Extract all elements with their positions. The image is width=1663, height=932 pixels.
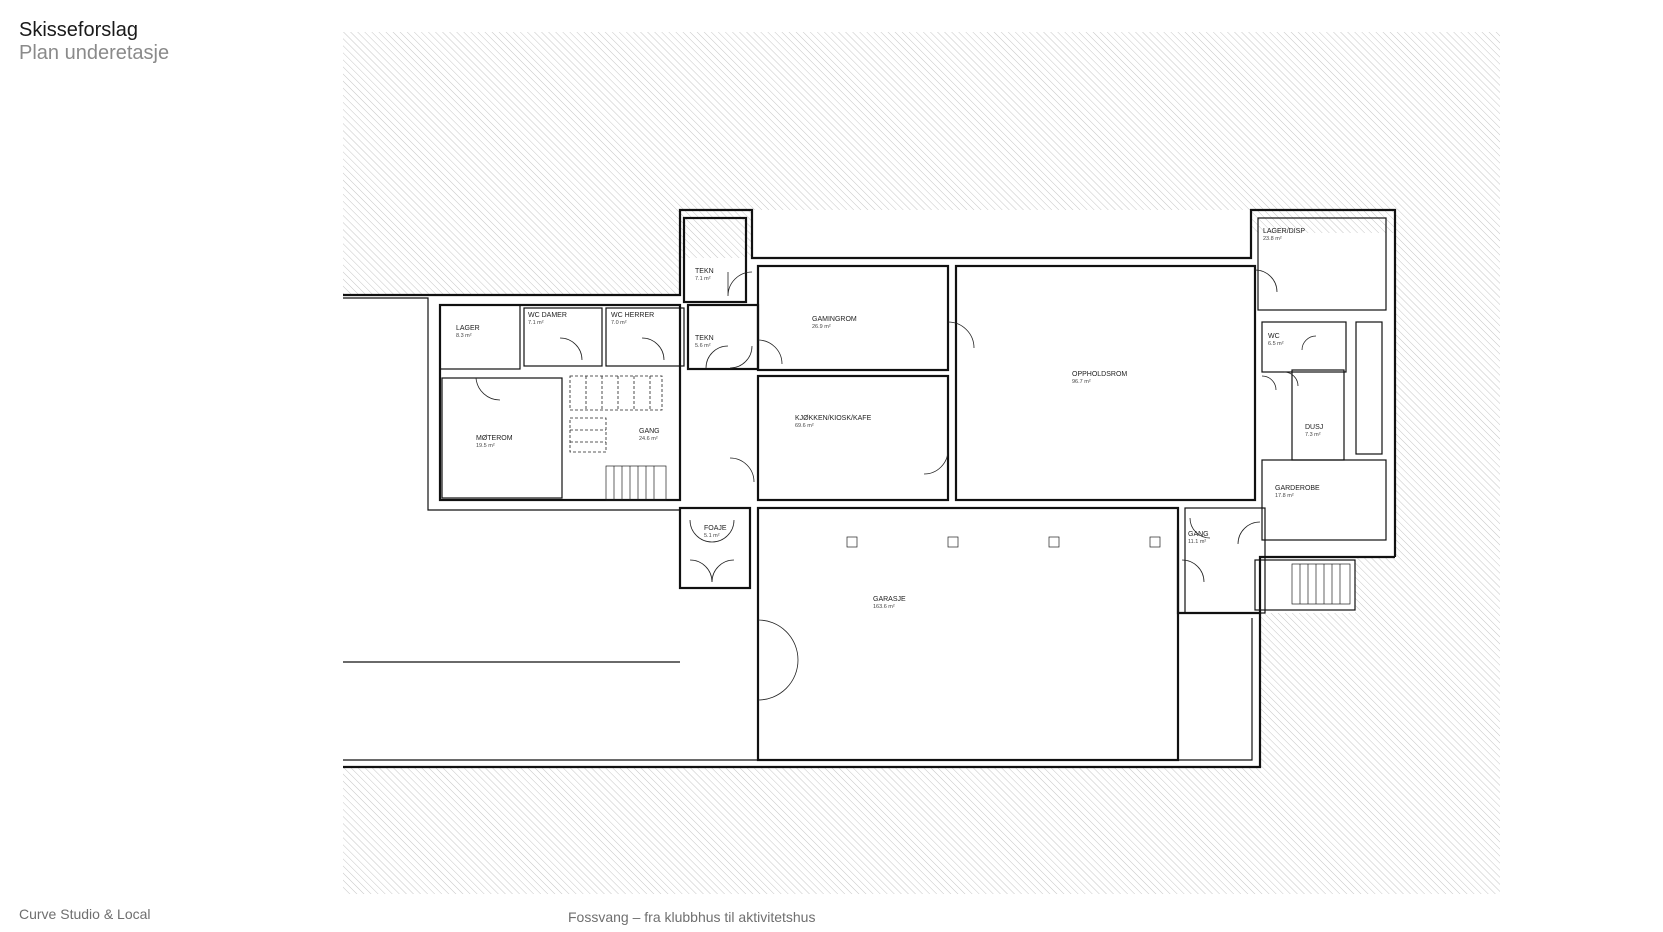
- room-wc-damer-name: WC DAMER: [528, 312, 567, 319]
- room-tekn-1-area: 7.1 m²: [695, 276, 711, 282]
- room-wc-herrer-area: 7.0 m²: [611, 320, 627, 326]
- room-lager-disp-area: 23.8 m²: [1263, 236, 1282, 242]
- outer-walls: [343, 208, 1397, 769]
- page-title: Skisseforslag: [19, 19, 138, 41]
- room-kjokken-area: 69.6 m²: [795, 423, 814, 429]
- room-gang-1-name: GANG: [639, 428, 660, 435]
- room-garderobe-area: 17.8 m²: [1275, 493, 1294, 499]
- room-wc-herrer-name: WC HERRER: [611, 312, 654, 319]
- footer-company: Curve Studio & Local: [19, 906, 151, 922]
- room-labels: TEKN 7.1 m² GAMINGROM 26.9 m² OPPHOLDSRO…: [456, 228, 1323, 610]
- room-foaje-area: 5.1 m²: [704, 533, 720, 539]
- room-garasje-area: 163.6 m²: [873, 604, 895, 610]
- terrain-hatch-bottom: [343, 767, 1500, 894]
- staircase-right: [1291, 563, 1351, 605]
- room-gang-1-area: 24.6 m²: [639, 436, 658, 442]
- room-dusj-area: 7.3 m²: [1305, 432, 1321, 438]
- room-kjokken-name: KJØKKEN/KIOSK/KAFE: [795, 415, 872, 422]
- room-garasje-name: GARASJE: [873, 596, 906, 603]
- room-oppholdsrom-area: 96.7 m²: [1072, 379, 1091, 385]
- room-lager-name: LAGER: [456, 325, 480, 332]
- room-oppholdsrom-name: OPPHOLDSROM: [1072, 371, 1127, 378]
- room-moterom-area: 19.5 m²: [476, 443, 495, 449]
- interior-walls: [438, 216, 1387, 762]
- room-tekn-2-area: 5.6 m²: [695, 343, 711, 349]
- staircase-left: [569, 375, 667, 501]
- room-tekn-2-name: TEKN: [695, 335, 714, 342]
- room-wc-damer-area: 7.1 m²: [528, 320, 544, 326]
- terrain-hatch-top: [343, 32, 1500, 295]
- room-moterom-name: MØTEROM: [476, 435, 513, 442]
- room-tekn-1-name: TEKN: [695, 268, 714, 275]
- room-wc-area: 6.5 m²: [1268, 341, 1284, 347]
- terrain-hatch-right: [1260, 210, 1500, 767]
- room-wc-name: WC: [1268, 333, 1280, 340]
- room-gang-2-name: GANG: [1188, 531, 1209, 538]
- room-gamingrom-area: 26.9 m²: [812, 324, 831, 330]
- columns: [846, 536, 1161, 548]
- room-lager-disp-name: LAGER/DISP: [1263, 228, 1305, 235]
- room-gamingrom-name: GAMINGROM: [812, 316, 857, 323]
- page-subtitle: Plan underetasje: [19, 42, 170, 64]
- room-dusj-name: DUSJ: [1305, 424, 1323, 431]
- room-gang-2-area: 11.1 m²: [1188, 539, 1206, 545]
- room-lager-area: 8.3 m²: [456, 333, 472, 339]
- footer-project-title: Fossvang – fra klubbhus til aktivitetshu…: [568, 909, 816, 925]
- doors: [475, 269, 1317, 701]
- room-foaje-name: FOAJE: [704, 525, 727, 532]
- room-garderobe-name: GARDEROBE: [1275, 485, 1320, 492]
